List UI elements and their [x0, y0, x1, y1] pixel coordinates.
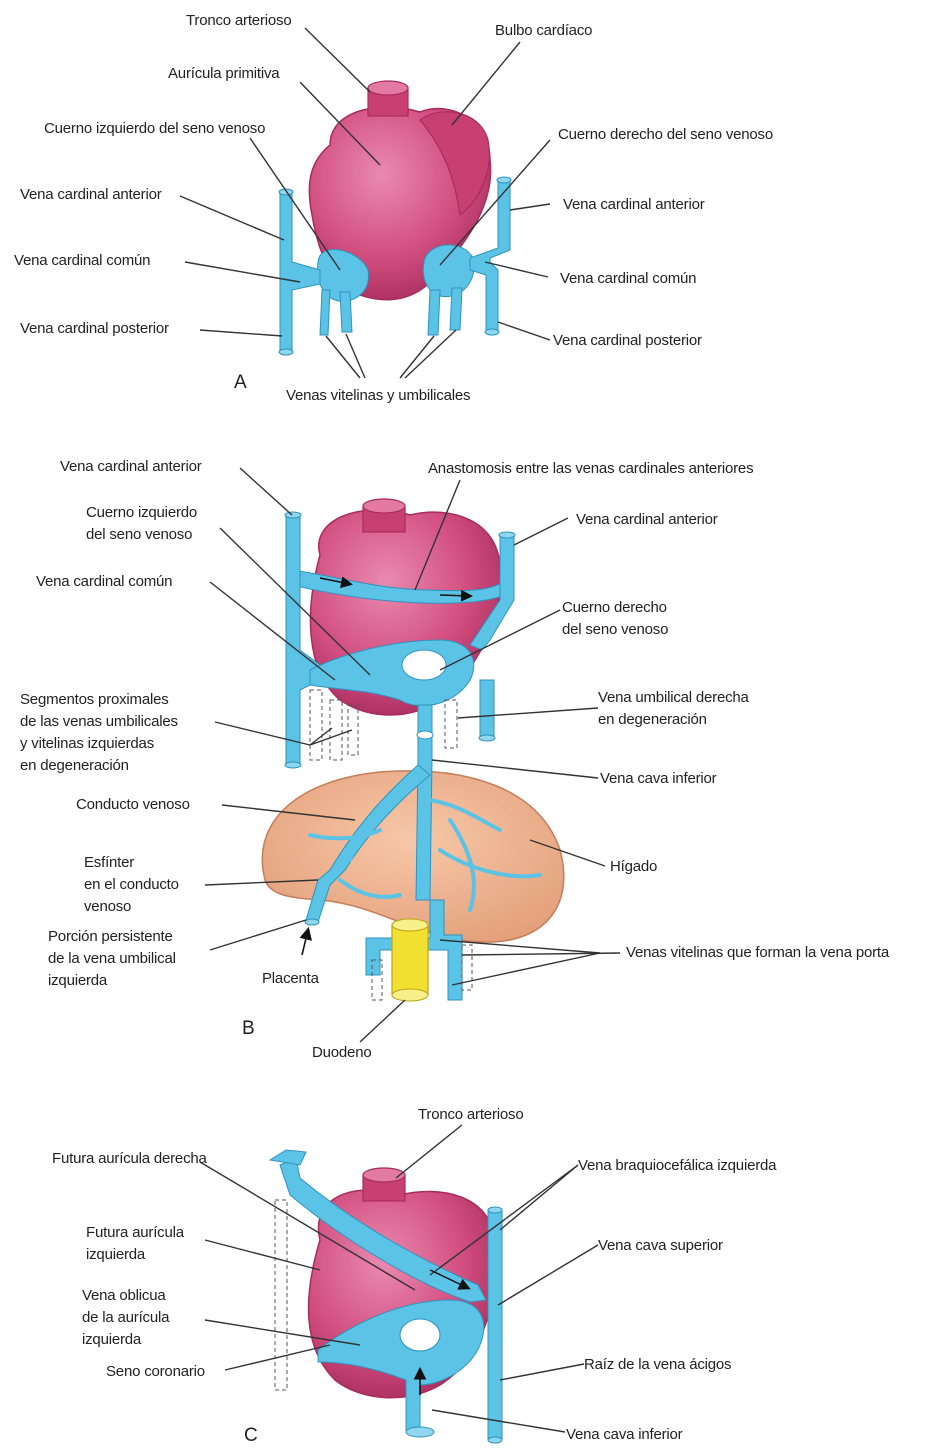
label-b-cuerno-izq-2: del seno venoso	[86, 524, 192, 545]
left-posterior-cardinal-opening	[285, 762, 301, 768]
label-b-cuerno-der-1: Cuerno derecho	[562, 597, 667, 618]
label-c-cava-inf: Vena cava inferior	[566, 1424, 682, 1445]
label-c-futura-izq-2: izquierda	[86, 1244, 145, 1265]
label-a-vitelinas: Venas vitelinas y umbilicales	[286, 385, 470, 406]
panel-letter-b: B	[242, 1018, 255, 1040]
left-anterior-cardinal-opening	[285, 512, 301, 518]
label-b-segmentos-1: Segmentos proximales	[20, 689, 169, 710]
label-b-duodeno: Duodeno	[312, 1042, 372, 1063]
label-a-cuerno-der: Cuerno derecho del seno venoso	[558, 124, 773, 145]
label-a-cuerno-izq: Cuerno izquierdo del seno venoso	[44, 118, 265, 139]
label-a-vcc-der: Vena cardinal común	[560, 268, 696, 289]
panel-letter-a: A	[234, 372, 247, 394]
label-b-anastomosis: Anastomosis entre las venas cardinales a…	[428, 458, 753, 479]
azygos-opening	[488, 1437, 502, 1443]
label-c-futura-izq-1: Futura aurícula	[86, 1222, 184, 1243]
label-c-cava-sup: Vena cava superior	[598, 1235, 723, 1256]
label-a-vcp-izq: Vena cardinal posterior	[20, 318, 169, 339]
sinoatrial-orifice	[402, 650, 446, 680]
superior-vena-cava-shape	[488, 1210, 502, 1440]
right-anterior-cardinal-opening	[497, 177, 511, 183]
panel-letter-c: C	[244, 1425, 258, 1447]
label-b-esfinter-1: Esfínter	[84, 852, 134, 873]
label-b-umbilical-der-1: Vena umbilical derecha	[598, 687, 749, 708]
label-c-acigos: Raíz de la vena ácigos	[584, 1354, 731, 1375]
svc-opening	[488, 1207, 502, 1213]
label-b-vca-der: Vena cardinal anterior	[576, 509, 718, 530]
coronary-sinus-orifice	[400, 1319, 440, 1351]
duodenum-top-opening	[392, 919, 428, 931]
label-b-vca-izq: Vena cardinal anterior	[60, 456, 202, 477]
label-c-futura-der: Futura aurícula derecha	[52, 1148, 207, 1169]
ivc-opening	[406, 1427, 434, 1437]
label-b-segmentos-3: y vitelinas izquierdas	[20, 733, 154, 754]
label-a-vcc-izq: Vena cardinal común	[14, 250, 150, 271]
label-b-persistente-3: izquierda	[48, 970, 107, 991]
label-a-bulbo: Bulbo cardíaco	[495, 20, 592, 41]
right-sinus-horn-shape	[423, 245, 474, 297]
label-b-persistente-2: de la vena umbilical	[48, 948, 176, 969]
label-a-vcp-der: Vena cardinal posterior	[553, 330, 702, 351]
label-b-esfinter-2: en el conducto	[84, 874, 179, 895]
duodenum-bottom-opening	[392, 989, 428, 1001]
label-b-placenta: Placenta	[262, 968, 319, 989]
degenerated-cardinal-vein	[275, 1200, 287, 1390]
label-c-tronco: Tronco arterioso	[418, 1104, 523, 1125]
right-anterior-cardinal-opening	[499, 532, 515, 538]
label-b-cava-inf: Vena cava inferior	[600, 768, 716, 789]
label-b-cuerno-izq-1: Cuerno izquierdo	[86, 502, 197, 523]
left-posterior-cardinal-opening	[279, 349, 293, 355]
placenta-flow-arrow	[302, 930, 308, 955]
panel-b-drawing	[205, 468, 620, 1042]
label-b-higado: Hígado	[610, 856, 657, 877]
label-b-umbilical-der-2: en degeneración	[598, 709, 707, 730]
label-c-oblicua-2: de la aurícula	[82, 1307, 169, 1328]
ivc-opening	[417, 731, 433, 739]
label-b-conducto: Conducto venoso	[76, 794, 190, 815]
label-b-esfinter-3: venoso	[84, 896, 131, 917]
label-a-vca-izq: Vena cardinal anterior	[20, 184, 162, 205]
label-a-vca-der: Vena cardinal anterior	[563, 194, 705, 215]
truncus-arteriosus-opening	[363, 499, 405, 513]
truncus-arteriosus-opening	[368, 81, 408, 95]
label-c-coronario: Seno coronario	[106, 1361, 205, 1382]
right-posterior-cardinal-opening	[479, 735, 495, 741]
label-b-cuerno-der-2: del seno venoso	[562, 619, 668, 640]
label-b-vcc: Vena cardinal común	[36, 571, 172, 592]
label-b-segmentos-2: de las venas umbilicales	[20, 711, 178, 732]
brachiocephalic-origin	[270, 1150, 306, 1165]
label-c-braquio: Vena braquiocefálica izquierda	[578, 1155, 776, 1176]
label-a-tronco: Tronco arterioso	[186, 10, 291, 31]
label-c-oblicua-1: Vena oblicua	[82, 1285, 166, 1306]
label-b-segmentos-4: en degeneración	[20, 755, 129, 776]
label-b-persistente-1: Porción persistente	[48, 926, 173, 947]
duodenum-shape	[392, 925, 428, 995]
label-b-porta: Venas vitelinas que forman la vena porta	[626, 942, 889, 963]
umbilical-vein-opening	[305, 919, 319, 925]
anastomosis-flow-arrow-2	[440, 595, 470, 596]
right-posterior-cardinal-opening	[485, 329, 499, 335]
label-c-oblicua-3: izquierda	[82, 1329, 141, 1350]
panel-c-drawing	[200, 1125, 598, 1443]
label-a-auricula: Aurícula primitiva	[168, 63, 279, 84]
